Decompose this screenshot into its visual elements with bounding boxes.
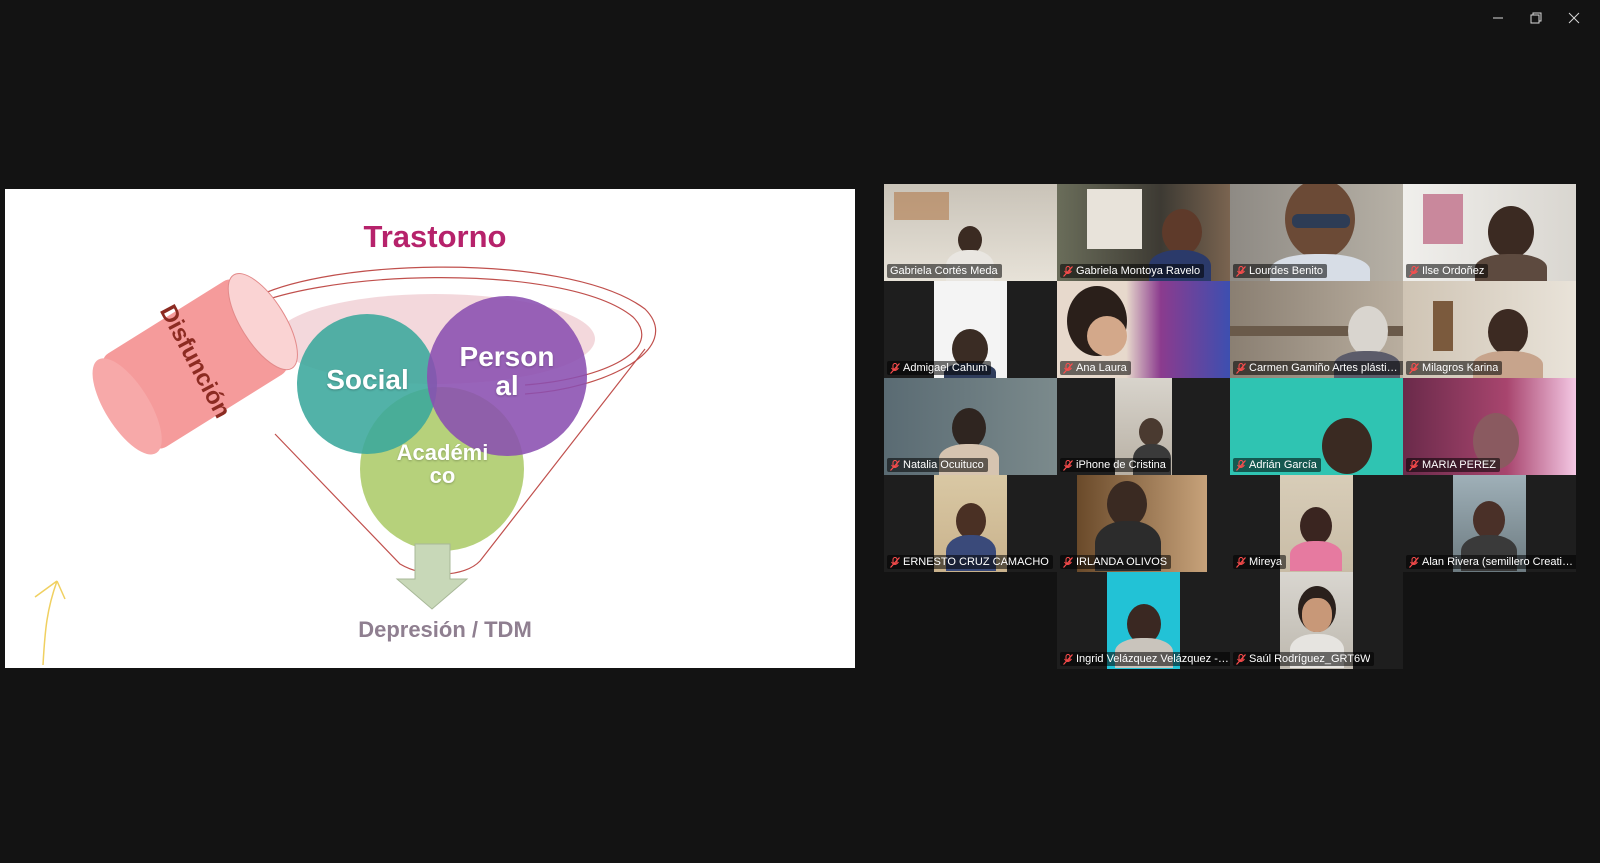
- participant-name: Mireya: [1249, 556, 1283, 568]
- muted-mic-icon: [1063, 556, 1073, 568]
- participant-nameplate: Ingrid Velázquez Velázquez -S...: [1060, 652, 1230, 666]
- participant-tile[interactable]: Alan Rivera (semillero Creativ...: [1403, 475, 1576, 572]
- participant-nameplate: Alan Rivera (semillero Creativ...: [1406, 555, 1576, 569]
- academic-label: Académi co: [380, 441, 505, 487]
- participant-nameplate: Ana Laura: [1060, 361, 1131, 375]
- participant-name: Carmen Gamiño Artes plásticas: [1249, 362, 1402, 374]
- participant-tile[interactable]: ERNESTO CRUZ CAMACHO: [884, 475, 1057, 572]
- muted-mic-icon: [1236, 653, 1246, 665]
- social-label: Social: [326, 364, 409, 395]
- participant-tile[interactable]: Natalia Ocuituco: [884, 378, 1057, 475]
- participant-tile[interactable]: Admigael Cahum: [884, 281, 1057, 378]
- participant-nameplate: Gabriela Montoya Ravelo: [1060, 264, 1205, 278]
- participant-name: ERNESTO CRUZ CAMACHO: [903, 556, 1049, 568]
- participant-name: Natalia Ocuituco: [903, 459, 984, 471]
- participant-name: Ilse Ordoñez: [1422, 265, 1485, 277]
- participant-tile[interactable]: IRLANDA OLIVOS: [1057, 475, 1230, 572]
- participant-tile[interactable]: iPhone de Cristina: [1057, 378, 1230, 475]
- participant-gallery: Gabriela Cortés Meda Gabriela Montoya Ra…: [884, 184, 1580, 674]
- muted-mic-icon: [1236, 459, 1246, 471]
- participant-nameplate: ERNESTO CRUZ CAMACHO: [887, 555, 1053, 569]
- participant-tile[interactable]: Ingrid Velázquez Velázquez -S...: [1057, 572, 1230, 669]
- participant-tile[interactable]: Gabriela Cortés Meda: [884, 184, 1057, 281]
- window-controls: [1482, 8, 1590, 28]
- slide-diagram: [34, 266, 657, 666]
- participant-tile[interactable]: Gabriela Montoya Ravelo: [1057, 184, 1230, 281]
- participant-name: Alan Rivera (semillero Creativ...: [1422, 556, 1575, 568]
- participant-name: Lourdes Benito: [1249, 265, 1323, 277]
- close-icon: [1568, 12, 1580, 24]
- shared-screen-slide: Trastorno Disfunción Social Person al Ac…: [5, 189, 855, 668]
- participant-name: Admigael Cahum: [903, 362, 988, 374]
- participant-nameplate: iPhone de Cristina: [1060, 458, 1170, 472]
- muted-mic-icon: [1063, 653, 1073, 665]
- muted-mic-icon: [1063, 265, 1073, 277]
- participant-tile[interactable]: Saúl Rodríguez_GRT6W: [1230, 572, 1403, 669]
- minimize-icon: [1493, 17, 1503, 19]
- participant-tile[interactable]: Adrián García: [1230, 378, 1403, 475]
- minimize-button[interactable]: [1482, 8, 1514, 28]
- participant-nameplate: Saúl Rodríguez_GRT6W: [1233, 652, 1375, 666]
- muted-mic-icon: [1063, 459, 1073, 471]
- participant-nameplate: Gabriela Cortés Meda: [887, 264, 1002, 278]
- participant-tile[interactable]: Ilse Ordoñez: [1403, 184, 1576, 281]
- participant-name: Gabriela Montoya Ravelo: [1076, 265, 1201, 277]
- muted-mic-icon: [1063, 362, 1073, 374]
- participant-nameplate: Admigael Cahum: [887, 361, 992, 375]
- participant-nameplate: MARIA PEREZ: [1406, 458, 1500, 472]
- muted-mic-icon: [1236, 362, 1246, 374]
- participant-video: [1280, 475, 1353, 572]
- participant-name: MARIA PEREZ: [1422, 459, 1496, 471]
- participant-nameplate: Milagros Karina: [1406, 361, 1503, 375]
- academic-label-line1: Académi: [396, 440, 489, 465]
- muted-mic-icon: [1409, 459, 1419, 471]
- participant-tile[interactable]: MARIA PEREZ: [1403, 378, 1576, 475]
- muted-mic-icon: [890, 556, 900, 568]
- participant-tile[interactable]: Milagros Karina: [1403, 281, 1576, 378]
- muted-mic-icon: [890, 362, 900, 374]
- participant-nameplate: Lourdes Benito: [1233, 264, 1327, 278]
- restore-icon: [1530, 12, 1542, 24]
- muted-mic-icon: [1409, 362, 1419, 374]
- personal-label-line1: Person: [459, 341, 555, 372]
- participant-name: Ingrid Velázquez Velázquez -S...: [1076, 653, 1229, 665]
- participant-nameplate: Adrián García: [1233, 458, 1321, 472]
- academic-label-line2: co: [429, 463, 456, 489]
- restore-button[interactable]: [1520, 8, 1552, 28]
- participant-name: Milagros Karina: [1422, 362, 1499, 374]
- participant-nameplate: Carmen Gamiño Artes plásticas: [1233, 361, 1403, 375]
- slide-footer: Depresión / TDM: [358, 617, 532, 642]
- participant-tile[interactable]: Lourdes Benito: [1230, 184, 1403, 281]
- muted-mic-icon: [890, 459, 900, 471]
- participant-nameplate: Ilse Ordoñez: [1406, 264, 1489, 278]
- participant-name: Adrián García: [1249, 459, 1317, 471]
- participant-name: Gabriela Cortés Meda: [890, 265, 998, 277]
- personal-label: Person al: [437, 342, 577, 401]
- participant-tile[interactable]: Carmen Gamiño Artes plásticas: [1230, 281, 1403, 378]
- participant-nameplate: IRLANDA OLIVOS: [1060, 555, 1172, 569]
- muted-mic-icon: [1236, 556, 1246, 568]
- muted-mic-icon: [1409, 265, 1419, 277]
- muted-mic-icon: [1409, 556, 1419, 568]
- slide-title: Trastorno: [363, 219, 507, 254]
- participant-nameplate: Mireya: [1233, 555, 1287, 569]
- close-button[interactable]: [1558, 8, 1590, 28]
- muted-mic-icon: [1236, 265, 1246, 277]
- participant-name: iPhone de Cristina: [1076, 459, 1166, 471]
- participant-tile[interactable]: Mireya: [1230, 475, 1403, 572]
- participant-tile[interactable]: Ana Laura: [1057, 281, 1230, 378]
- participant-name: Saúl Rodríguez_GRT6W: [1249, 653, 1371, 665]
- participant-nameplate: Natalia Ocuituco: [887, 458, 988, 472]
- participant-name: Ana Laura: [1076, 362, 1127, 374]
- personal-label-line2: al: [495, 370, 519, 402]
- participant-name: IRLANDA OLIVOS: [1076, 556, 1168, 568]
